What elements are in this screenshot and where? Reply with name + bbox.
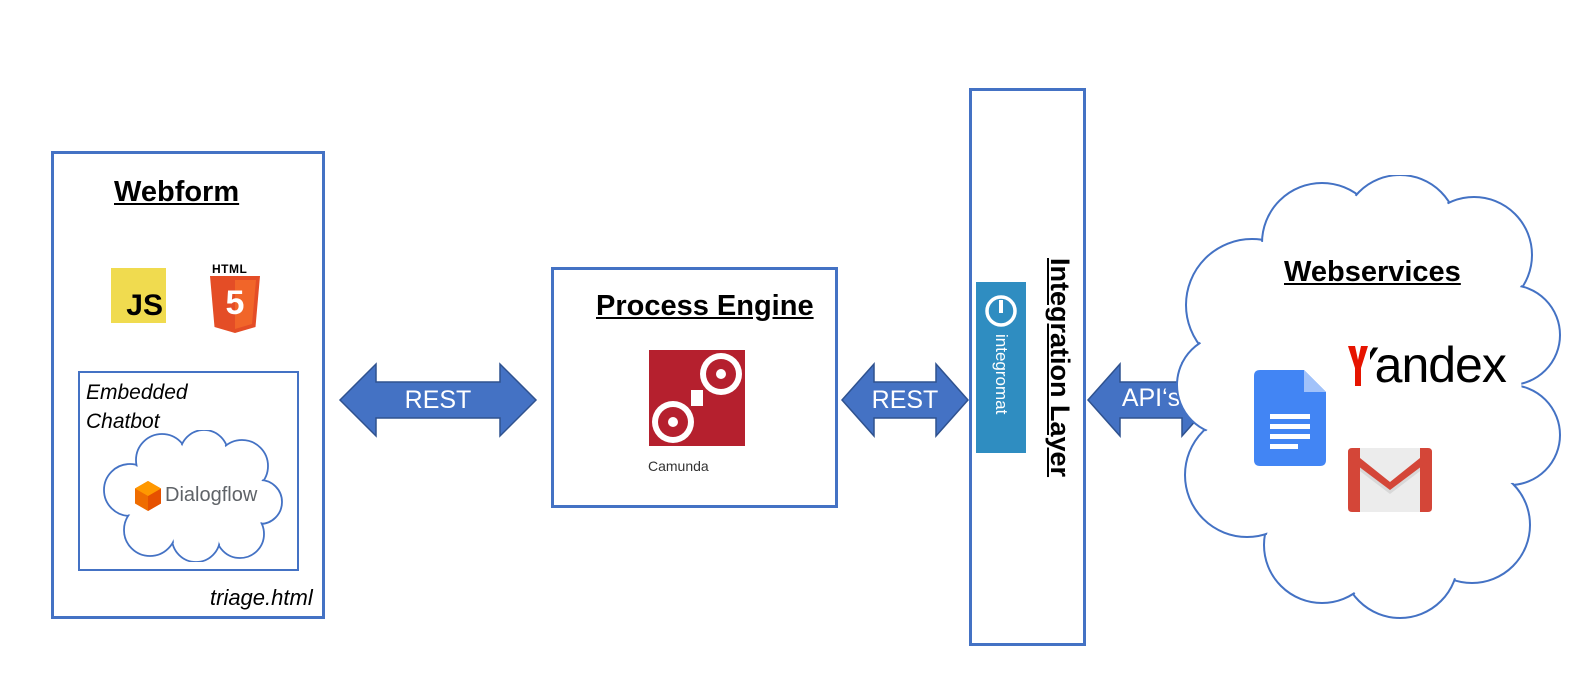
- integration-layer-title: Integration Layer: [1045, 258, 1075, 478]
- yandex-logo-icon: Yandex: [1346, 336, 1507, 393]
- js-logo-label: JS: [126, 289, 163, 322]
- integromat-label: integromat: [992, 334, 1011, 415]
- chatbot-label-line1: Embedded: [86, 381, 188, 404]
- camunda-label: Camunda: [648, 458, 709, 474]
- rest-arrow-left-label: REST: [404, 386, 472, 414]
- html5-number: 5: [225, 284, 245, 322]
- chatbot-label-line2: Chatbot: [86, 410, 160, 433]
- yandex-y-accent: [1346, 344, 1370, 388]
- dialogflow-icon: [135, 481, 161, 511]
- webservices-title: Webservices: [1284, 256, 1461, 288]
- webservices-cloud-shape: [1176, 175, 1561, 619]
- dialogflow-label: Dialogflow: [165, 484, 258, 506]
- api-arrow-right-label: API‘s: [1121, 384, 1181, 412]
- camunda-logo-icon: [649, 350, 745, 446]
- webform-title: Webform: [114, 176, 240, 208]
- html5-logo-icon: HTML 5: [208, 262, 262, 336]
- dialogflow-cloud-shape: [103, 430, 283, 562]
- rest-arrow-left: [338, 362, 538, 438]
- javascript-logo-icon: JS: [111, 268, 166, 323]
- gmail-icon: [1348, 448, 1432, 512]
- yandex-label: Yandex: [1346, 337, 1507, 393]
- rest-arrow-middle: [840, 362, 970, 438]
- process-engine-title: Process Engine: [596, 290, 814, 322]
- triage-file-label: triage.html: [210, 585, 313, 610]
- google-docs-icon: [1254, 370, 1326, 466]
- rest-arrow-middle-label: REST: [871, 386, 939, 414]
- html5-logo-label: HTML: [212, 262, 248, 276]
- integromat-logo-icon: integromat: [976, 282, 1026, 453]
